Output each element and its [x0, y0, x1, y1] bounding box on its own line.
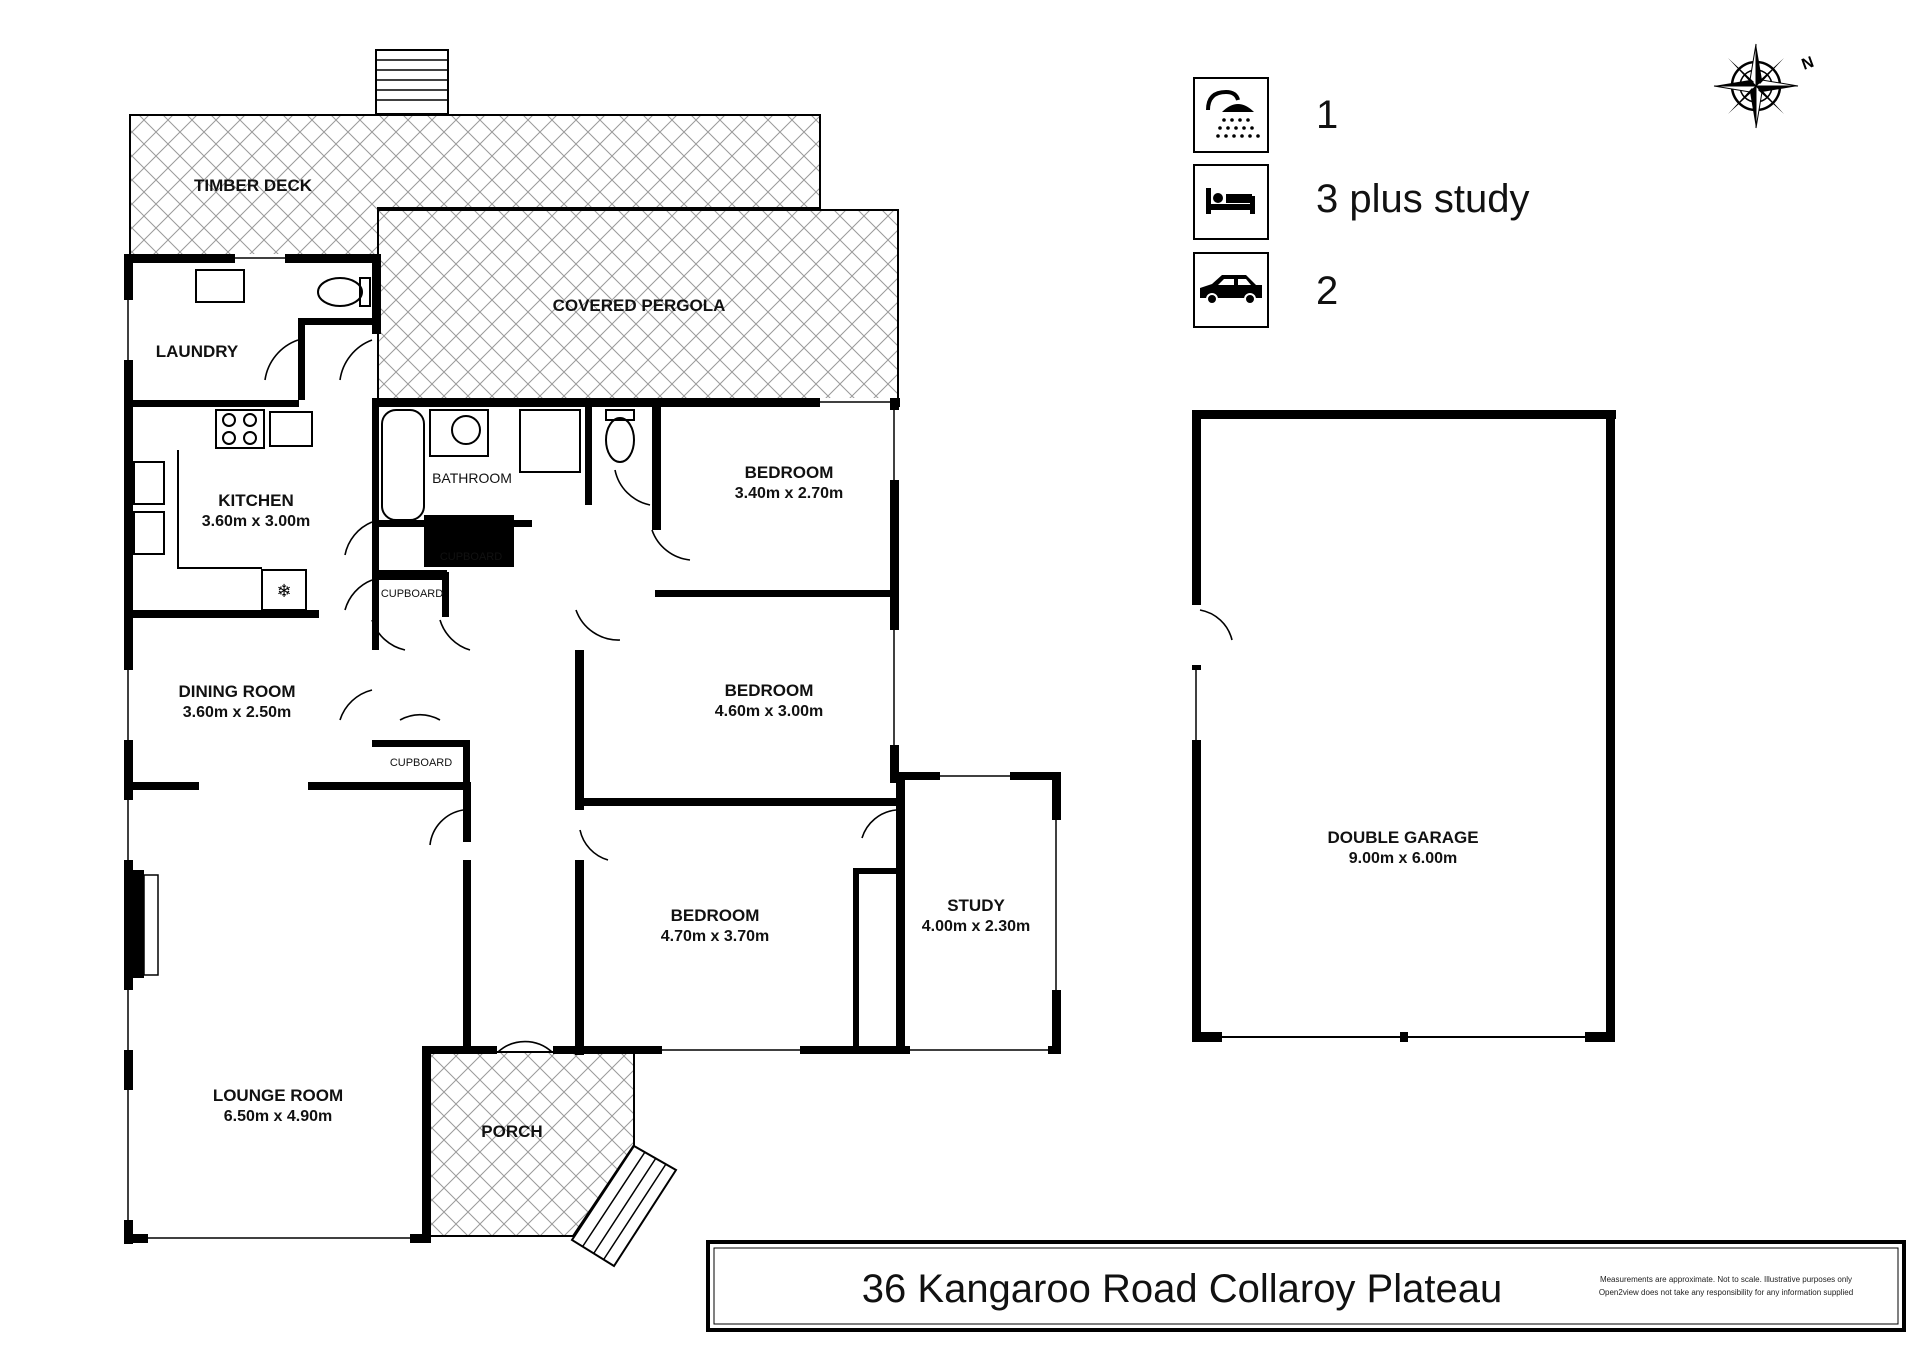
house-walls [124, 254, 1061, 1244]
bedroom-1-label: BEDROOM [745, 463, 834, 482]
porch-label: PORCH [481, 1122, 542, 1141]
bedroom-1-size: 3.40m x 2.70m [735, 485, 844, 502]
windows [124, 254, 1061, 1243]
bedroom-2-label: BEDROOM [725, 681, 814, 700]
fireplace-icon [143, 874, 159, 976]
car-icon [1200, 275, 1262, 305]
cupboard-label: CUPBOARD [440, 551, 502, 563]
compass-north-label: N [1800, 54, 1817, 74]
bathroom-count: 1 [1316, 93, 1338, 137]
toilet-icon [317, 277, 363, 307]
porch-steps [570, 1144, 678, 1268]
lounge-room-size: 6.50m x 4.90m [224, 1108, 333, 1125]
parking-count: 2 [1316, 269, 1338, 313]
cupboard-label: CUPBOARD [390, 757, 452, 769]
bed-icon [1206, 188, 1255, 214]
fridge-icon [261, 569, 307, 611]
double-garage: DOUBLE GARAGE 9.00m x 6.00m [1192, 410, 1616, 1042]
disclaimer-line-1: Measurements are approximate. Not to sca… [1600, 1275, 1852, 1284]
address-bar: 36 Kangaroo Road Collaroy Plateau Measur… [706, 1240, 1906, 1332]
bedroom-3-size: 4.70m x 3.70m [661, 928, 770, 945]
compass-icon: N [1713, 43, 1817, 129]
bedroom-3-label: BEDROOM [671, 906, 760, 925]
kitchen-sink-icon [133, 461, 165, 505]
microwave-icon [269, 411, 313, 447]
bathroom-label: BATHROOM [432, 470, 512, 486]
vanity-icon [429, 409, 489, 457]
garage-size: 9.00m x 6.00m [1349, 850, 1458, 867]
svg-text:❄: ❄ [276, 581, 291, 602]
cooktop-icon [215, 409, 265, 449]
lounge-room-label: LOUNGE ROOM [213, 1086, 343, 1105]
covered-pergola-label: COVERED PERGOLA [553, 296, 726, 315]
dining-room-label: DINING ROOM [178, 682, 295, 701]
laundry-tub-icon [195, 269, 245, 303]
study-label: STUDY [947, 896, 1005, 915]
legend: 1 3 plus study 2 [1193, 77, 1529, 328]
rear-stairs [375, 49, 449, 115]
dining-room-size: 3.60m x 2.50m [183, 704, 292, 721]
timber-deck-label: TIMBER DECK [194, 176, 313, 195]
garage-label: DOUBLE GARAGE [1327, 828, 1478, 847]
room-labels: LAUNDRY KITCHEN 3.60m x 3.00m BATHROOM C… [156, 342, 1031, 1125]
legend-box [1193, 77, 1269, 153]
fixtures: ❄ [133, 269, 635, 976]
disclaimer-line-2: Open2view does not take any responsibili… [1599, 1288, 1853, 1297]
shower-icon [1206, 89, 1260, 138]
doors [264, 339, 897, 1053]
shower-tray-icon [519, 409, 581, 473]
covered-pergola-area: COVERED PERGOLA [377, 209, 899, 403]
property-address: 36 Kangaroo Road Collaroy Plateau [862, 1267, 1502, 1311]
cupboard-label: CUPBOARD [381, 588, 443, 600]
laundry-label: LAUNDRY [156, 342, 239, 361]
bathtub-icon [381, 409, 425, 521]
kitchen-label: KITCHEN [218, 491, 294, 510]
bedroom-2-size: 4.60m x 3.00m [715, 703, 824, 720]
study-size: 4.00m x 2.30m [922, 918, 1031, 935]
toilet-icon [605, 417, 635, 463]
kitchen-size: 3.60m x 3.00m [202, 513, 311, 530]
bedroom-count: 3 plus study [1316, 177, 1529, 221]
